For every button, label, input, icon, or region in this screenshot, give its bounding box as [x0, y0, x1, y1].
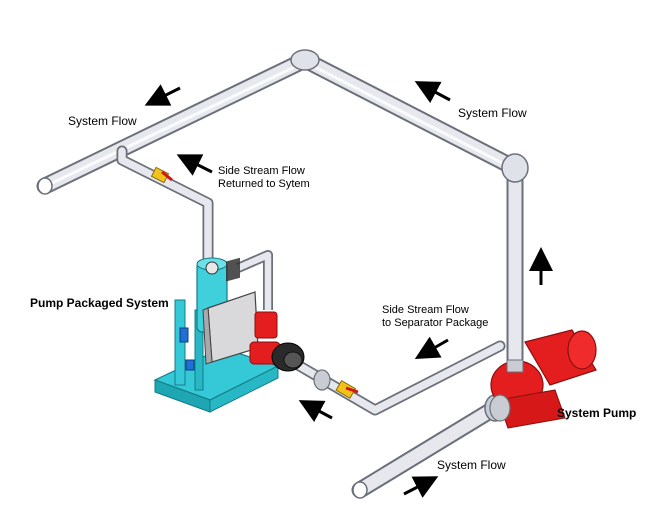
side-stream-return-pipe [116, 145, 214, 268]
label-side-stream-separator: Side Stream Flow to Separator Package [382, 304, 488, 330]
separator-flange [313, 369, 331, 391]
label-side-stream-separator-line2: to Separator Package [382, 317, 489, 329]
label-system-flow-top-left: System Flow [68, 114, 137, 128]
pipe-end-bottom [352, 481, 368, 499]
separator-valve [335, 379, 359, 399]
label-side-stream-return-line1: Side Stream Flow [218, 165, 305, 177]
right-elbow [501, 153, 529, 183]
label-system-pump: System Pump [557, 406, 637, 420]
bottom-main-pipe [351, 399, 504, 499]
pipe-end-top-left [37, 177, 53, 195]
arrow-system-flow-top-right [414, 81, 451, 104]
label-side-stream-separator-line1: Side Stream Flow [382, 304, 469, 316]
pump-packaged-system [153, 250, 305, 413]
arrow-side-stream-separator [414, 336, 449, 359]
return-valve [150, 166, 173, 184]
label-system-flow-bottom: System Flow [437, 458, 506, 472]
arrow-side-stream-return [176, 154, 213, 176]
arrow-system-flow-top-left [144, 84, 181, 106]
arrow-system-flow-bottom [403, 476, 439, 498]
top-elbow [290, 49, 320, 71]
system-pump [489, 329, 597, 429]
label-pump-packaged-system: Pump Packaged System [30, 296, 169, 310]
label-system-flow-top-right: System Flow [458, 106, 527, 120]
flow-arrows [144, 81, 553, 498]
label-side-stream-return: Side Stream Flow Returned to Sytem [218, 165, 310, 191]
label-side-stream-return-line2: Returned to Sytem [218, 178, 310, 190]
arrow-into-pump-package [298, 400, 333, 423]
